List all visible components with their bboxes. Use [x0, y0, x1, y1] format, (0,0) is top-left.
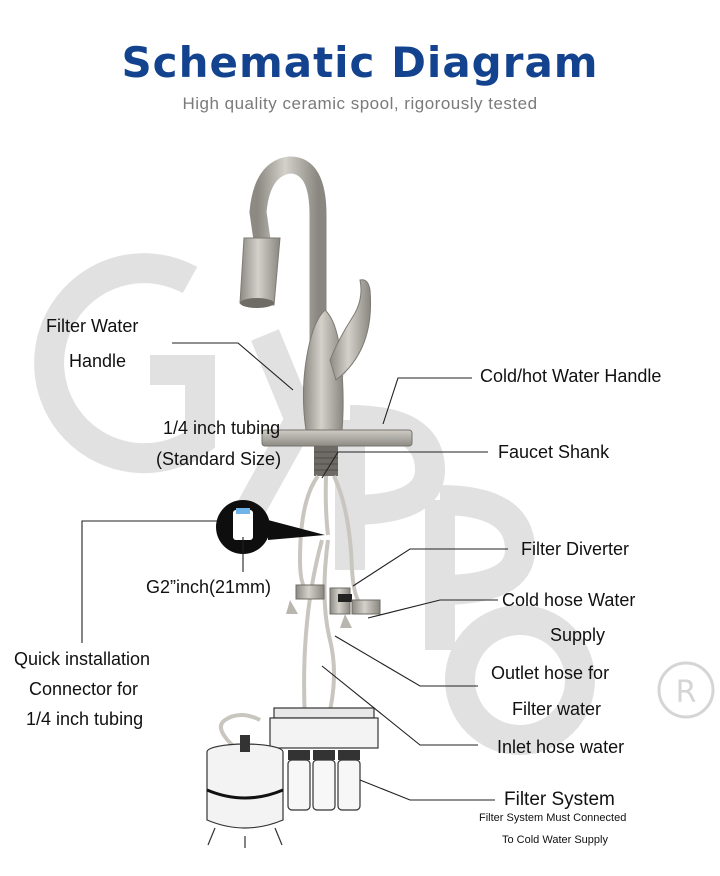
page-title: Schematic Diagram: [121, 38, 599, 87]
svg-text:R: R: [676, 675, 697, 710]
filter-system: [206, 707, 379, 848]
filter-water-handle-label-1: Filter Water: [46, 316, 139, 336]
deck-plate: [261, 429, 413, 447]
outlet-hose-label-2: Filter water: [512, 699, 602, 719]
outlet-hose-label-1: Outlet hose for: [491, 663, 610, 683]
tubing-label-1: 1/4 inch tubing: [163, 418, 281, 438]
faucet-body: [302, 309, 344, 431]
filter-note-2: To Cold Water Supply: [502, 834, 608, 846]
tubing-label-2: (Standard Size): [156, 449, 282, 469]
cold-water-valve: [340, 599, 381, 628]
filter-diverter-valve: [329, 587, 352, 615]
quick-connector-label-1: Quick installation: [14, 649, 151, 669]
registered-trademark-icon: R: [657, 661, 715, 719]
inlet-hose-label: Inlet hose water: [497, 737, 625, 757]
cold-hose-label-1: Cold hose Water: [502, 590, 636, 610]
faucet-spout: [239, 156, 327, 389]
leader-lines: [81, 342, 508, 801]
quick-connector-label-3: 1/4 inch tubing: [26, 709, 144, 729]
filter-water-handle-label-2: Handle: [69, 351, 127, 371]
angle-valve: [286, 584, 325, 614]
quick-connector-inset: [216, 500, 325, 554]
lever-handle: [329, 279, 372, 381]
page-subtitle: High quality ceramic spool, rigorously t…: [182, 94, 538, 113]
filter-note-1: Filter System Must Connected: [479, 812, 627, 824]
filter-diverter-label: Filter Diverter: [521, 539, 630, 559]
filter-system-label: Filter System: [504, 789, 615, 810]
cold-hose-label-2: Supply: [550, 625, 606, 645]
g2-size-label: G2”inch(21mm): [146, 577, 272, 597]
quick-connector-label-2: Connector for: [29, 679, 139, 699]
cold-hot-handle-label: Cold/hot Water Handle: [480, 366, 662, 386]
faucet-shank-label: Faucet Shank: [498, 442, 610, 462]
